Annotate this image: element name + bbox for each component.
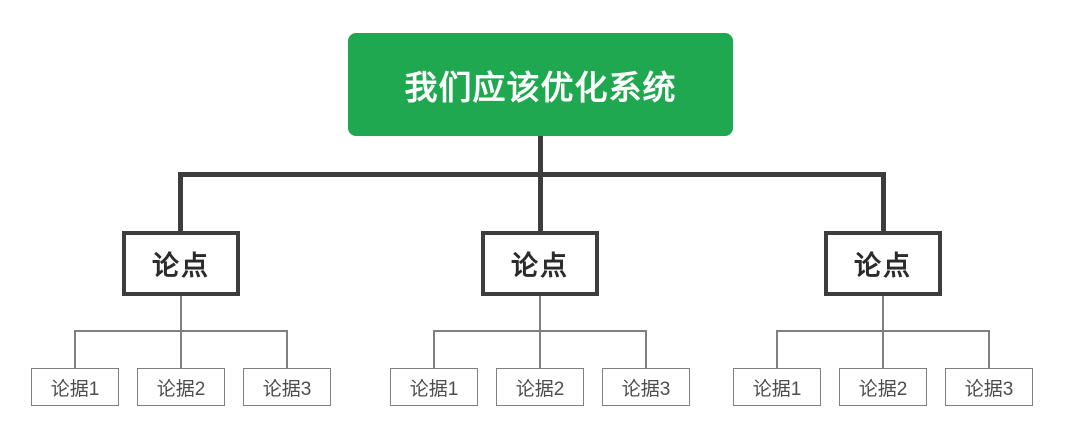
connector-level1-drop-center [538, 172, 543, 231]
evidence-node-3-1: 论据1 [733, 368, 821, 406]
evidence-node-1-2-label: 论据2 [156, 378, 206, 400]
point-node-3-label: 论点 [854, 251, 912, 281]
evidence-node-1-1-label: 论据1 [50, 378, 100, 400]
evidence-node-2-2-label: 论据2 [515, 378, 565, 400]
evidence-node-3-2-label: 论据2 [858, 378, 908, 400]
evidence-node-2-3: 论据3 [602, 368, 690, 406]
evidence-node-3-1-label: 论据1 [752, 378, 802, 400]
point-node-1-label: 论点 [152, 251, 210, 281]
connector-group1-stem [180, 296, 182, 332]
evidence-node-2-2: 论据2 [496, 368, 584, 406]
root-node: 我们应该优化系统 [348, 33, 733, 136]
connector-group2-drop-3 [645, 330, 647, 368]
connector-root-stem [538, 135, 543, 177]
connector-group1-drop-3 [286, 330, 288, 368]
evidence-node-1-1: 论据1 [31, 368, 119, 406]
point-node-1: 论点 [122, 231, 240, 296]
connector-group2-stem [539, 296, 541, 332]
evidence-node-2-1: 论据1 [390, 368, 478, 406]
evidence-node-2-1-label: 论据1 [409, 378, 459, 400]
point-node-3: 论点 [824, 231, 942, 296]
point-node-2-label: 论点 [511, 251, 569, 281]
evidence-node-1-2: 论据2 [137, 368, 225, 406]
evidence-node-3-2: 论据2 [839, 368, 927, 406]
connector-group3-drop-3 [988, 330, 990, 368]
evidence-node-1-3: 论据3 [243, 368, 331, 406]
point-node-2: 论点 [481, 231, 599, 296]
connector-group3-stem [882, 296, 884, 332]
connector-level1-bar [178, 172, 886, 177]
evidence-node-2-3-label: 论据3 [621, 378, 671, 400]
connector-group1-drop-2 [180, 330, 182, 368]
connector-group2-drop-1 [433, 330, 435, 368]
connector-group3-drop-1 [776, 330, 778, 368]
connector-level1-drop-right [881, 172, 886, 231]
evidence-node-1-3-label: 论据3 [262, 378, 312, 400]
evidence-node-3-3-label: 论据3 [964, 378, 1014, 400]
connector-group1-drop-1 [74, 330, 76, 368]
connector-level1-drop-left [178, 172, 183, 231]
connector-group3-drop-2 [882, 330, 884, 368]
root-node-label: 我们应该优化系统 [404, 68, 677, 106]
evidence-node-3-3: 论据3 [945, 368, 1033, 406]
connector-group2-drop-2 [539, 330, 541, 368]
